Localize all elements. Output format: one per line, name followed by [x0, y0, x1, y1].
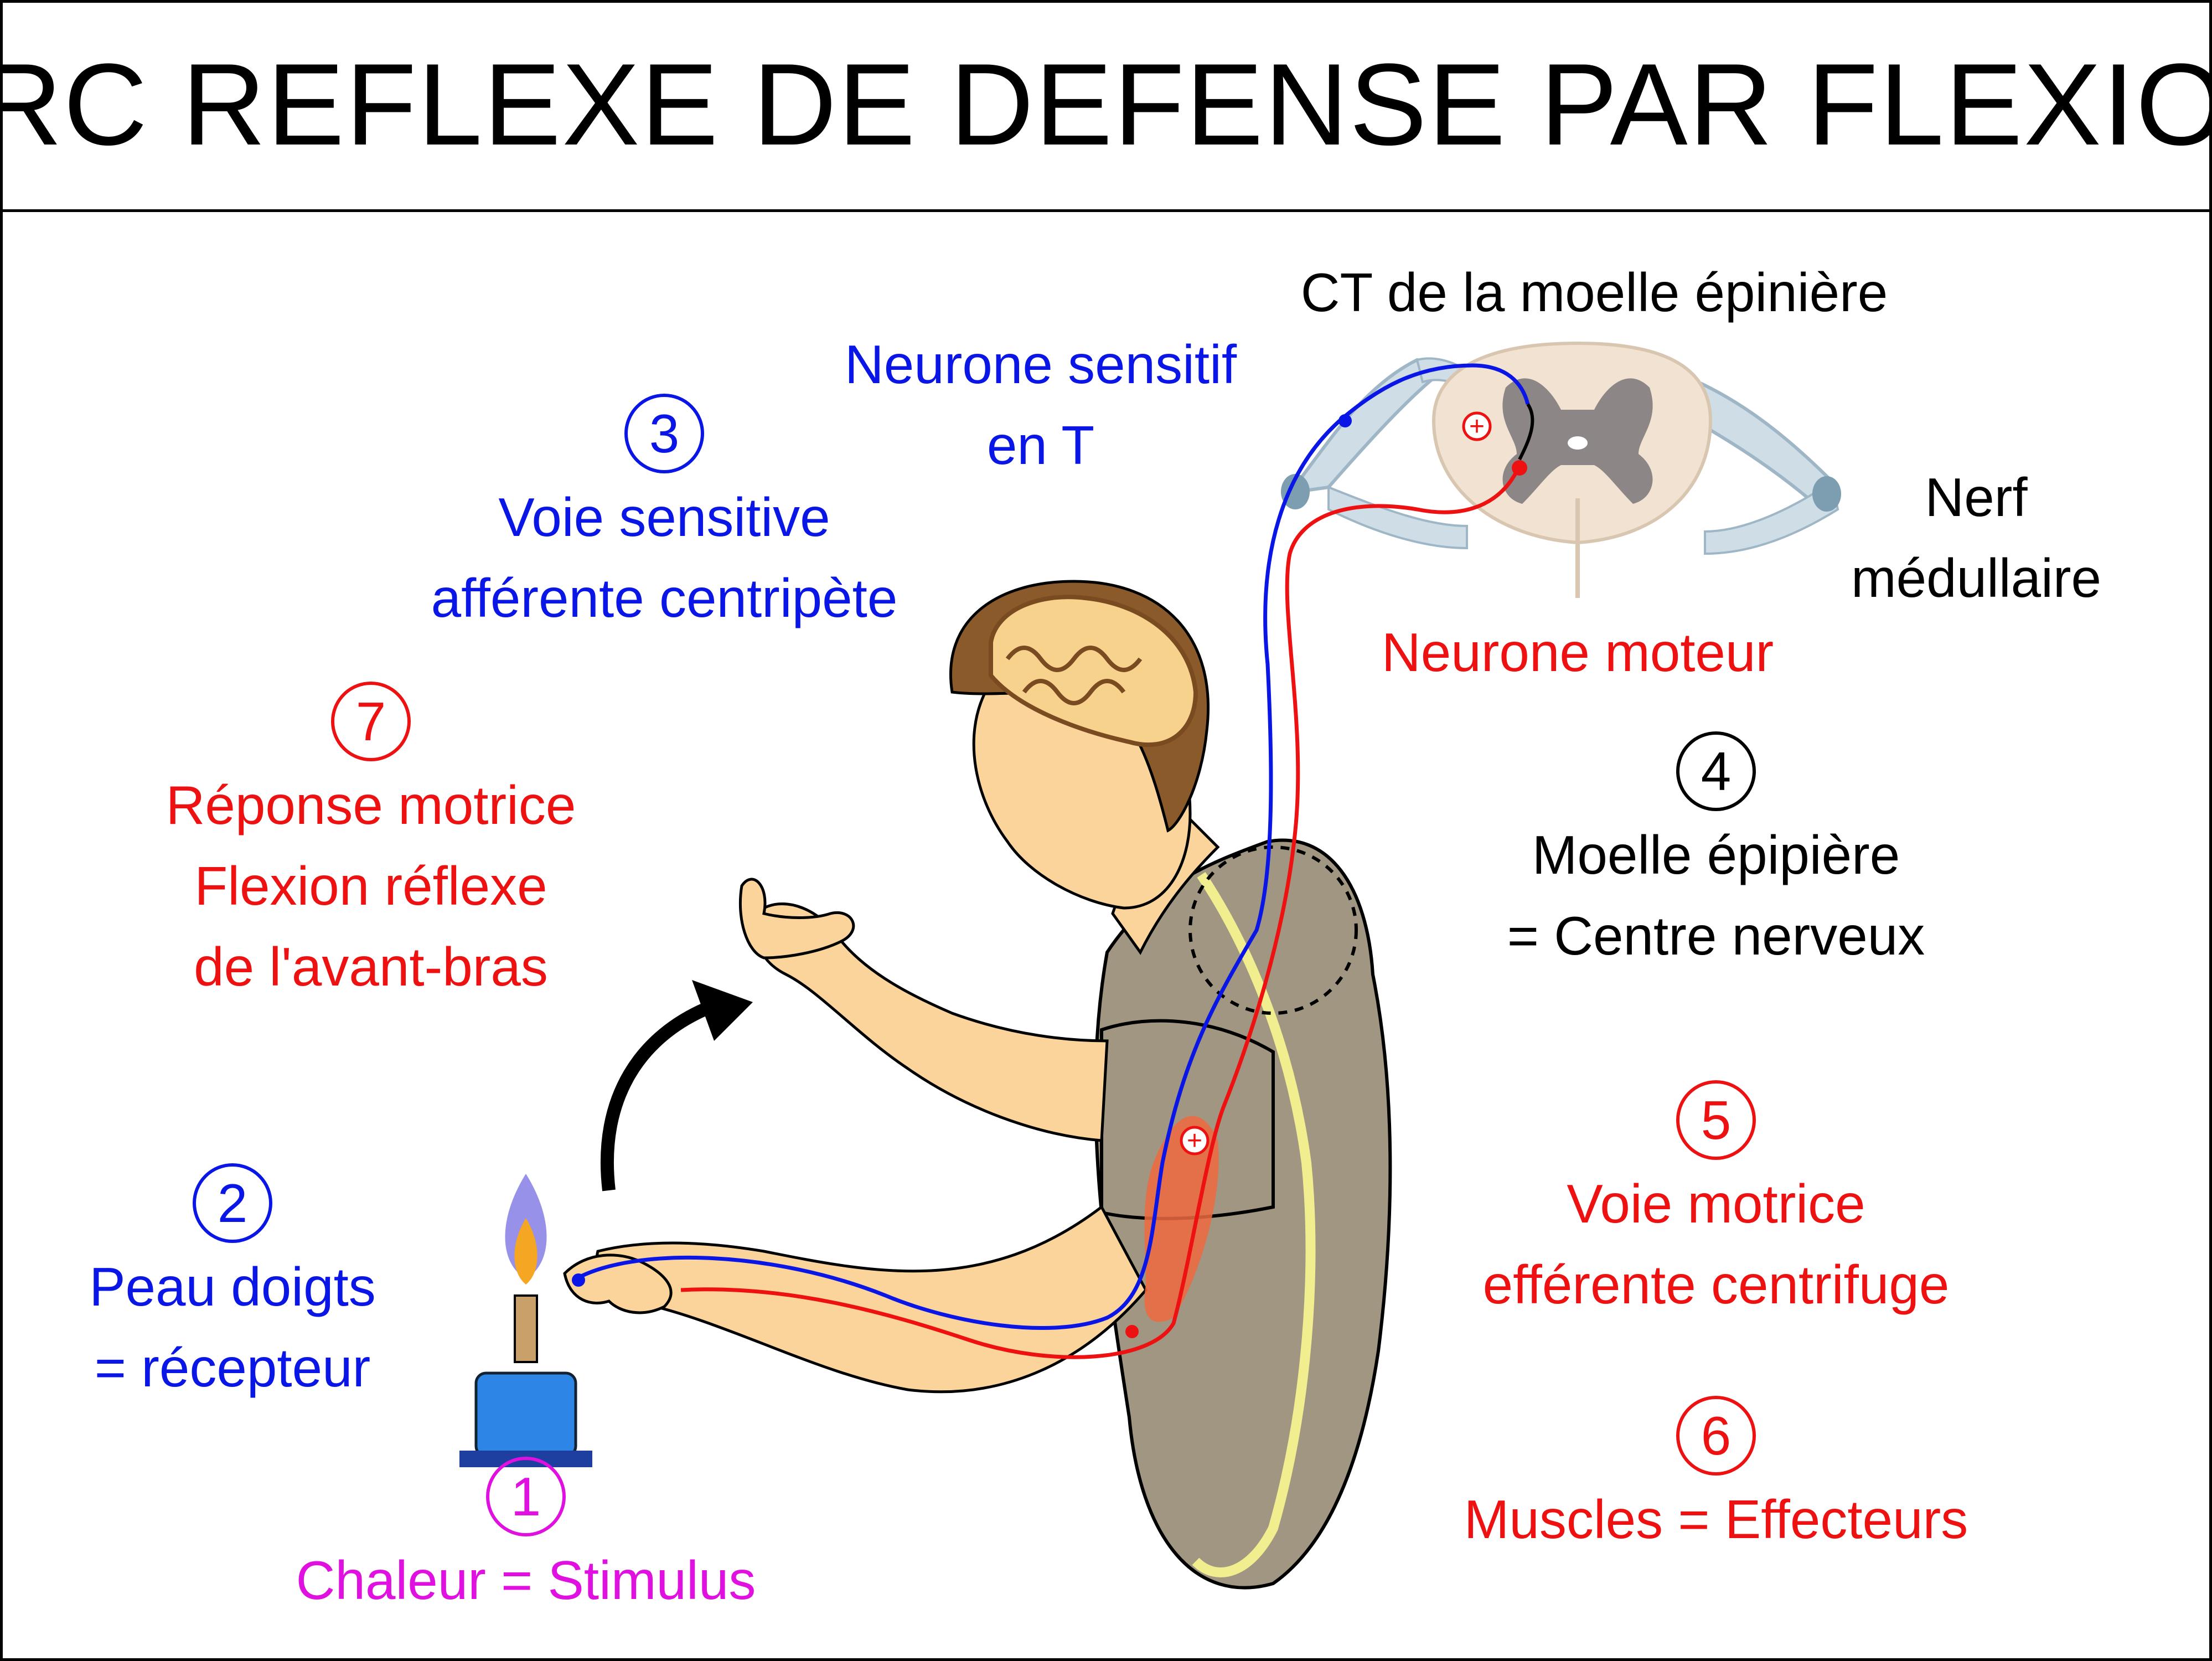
label-response: 7 Réponse motrice Flexion réflexe de l'a… — [94, 681, 648, 1007]
afferent-line2: afférente centripète — [431, 568, 898, 628]
step-5-badge: 5 — [1676, 1080, 1756, 1160]
label-center: 4 Moelle épipière = Centre nerveux — [1428, 731, 2004, 976]
motor-neuron-text: Neurone moteur — [1381, 622, 1774, 683]
response-line3: de l'avant-bras — [194, 936, 548, 997]
central-canal — [1568, 436, 1588, 450]
pointing-hand — [563, 1254, 673, 1314]
sensory-cell-body — [1338, 414, 1352, 427]
diagram-title: ARC REFLEXE DE DEFENSE PAR FLEXION — [0, 39, 2212, 169]
spinal-nerve-line1: Nerf — [1925, 467, 2028, 528]
label-spinal-nerve: Nerf médullaire — [1810, 457, 2142, 618]
label-sensory-neuron: Neurone sensitif en T — [792, 324, 1290, 486]
response-line1: Réponse motrice — [166, 775, 576, 835]
effector-text: Muscles = Effecteurs — [1464, 1489, 1968, 1550]
label-afferent: 3 Voie sensitive afférente centripète — [332, 393, 996, 638]
sensory-neuron-line2: en T — [986, 415, 1095, 476]
step-7-badge: 7 — [331, 682, 411, 761]
receptor-line2: = récepteur — [94, 1337, 371, 1398]
extended-arm — [595, 1205, 1148, 1394]
raised-arm — [756, 902, 1109, 1142]
label-effector: 6 Muscles = Effecteurs — [1373, 1395, 2059, 1560]
motor-pathway — [680, 464, 1522, 1359]
label-efferent: 5 Voie motrice efférente centrifuge — [1428, 1080, 2004, 1325]
step-3-badge: 3 — [624, 394, 704, 473]
raised-hand — [738, 878, 855, 960]
burner-tube — [514, 1294, 538, 1363]
spinal-cord-section — [1281, 341, 1841, 598]
sensory-receptor-dot — [572, 1273, 585, 1287]
person — [563, 580, 1392, 1590]
label-spinal-section: CT de la moelle épinière — [1207, 252, 1982, 333]
ventral-root-right — [1704, 479, 1839, 555]
step-4-badge: 4 — [1676, 731, 1756, 811]
synapse-plus-circle — [1462, 411, 1492, 441]
synapse-plus-icon: + — [1469, 412, 1485, 441]
ventral-root-left — [1327, 486, 1468, 550]
muscle-plus-icon: + — [1187, 1126, 1202, 1156]
efferent-line2: efférente centrifuge — [1482, 1254, 1950, 1315]
spinal-nerve-line2: médullaire — [1851, 548, 2102, 608]
label-motor-neuron: Neurone moteur — [1306, 612, 1849, 693]
flexion-arrowhead-icon — [692, 980, 753, 1041]
label-receptor: 2 Peau doigts = récepteur — [33, 1163, 432, 1408]
spinal-nerve-end-left — [1281, 474, 1310, 509]
flame-inner — [514, 1218, 538, 1285]
brain-folds — [1005, 646, 1143, 705]
bunsen-burner — [459, 1174, 592, 1467]
center-line2: = Centre nerveux — [1507, 905, 1925, 966]
brain — [989, 595, 1198, 747]
stimulus-text: Chaleur = Stimulus — [296, 1550, 756, 1611]
sensory-neuron-line1: Neurone sensitif — [844, 334, 1237, 395]
flexion-arrow — [600, 1001, 711, 1191]
step-2-badge: 2 — [193, 1163, 272, 1243]
receptor-line1: Peau doigts — [89, 1256, 376, 1317]
spinal-section-text: CT de la moelle épinière — [1300, 262, 1888, 323]
label-stimulus: 1 Chaleur = Stimulus — [238, 1456, 814, 1621]
efferent-line1: Voie motrice — [1567, 1173, 1865, 1234]
center-line1: Moelle épipière — [1532, 824, 1900, 885]
step-6-badge: 6 — [1676, 1396, 1756, 1476]
motor-cell-body — [1512, 460, 1527, 476]
title-bar: ARC REFLEXE DE DEFENSE PAR FLEXION — [0, 0, 2212, 212]
spinal-cord-zoom-circle — [1188, 845, 1358, 1015]
response-line2: Flexion réflexe — [194, 855, 547, 916]
interneuron — [1518, 403, 1534, 461]
spine — [1192, 872, 1316, 1577]
burner-body — [474, 1371, 577, 1458]
spinal-nerve-end-right — [1812, 476, 1841, 512]
muscle-junction-dot — [1125, 1325, 1139, 1338]
afferent-line1: Voie sensitive — [498, 487, 830, 548]
step-1-badge: 1 — [486, 1457, 566, 1536]
sensory-pathway — [575, 363, 1530, 1330]
muscle-plus-circle — [1180, 1126, 1210, 1156]
